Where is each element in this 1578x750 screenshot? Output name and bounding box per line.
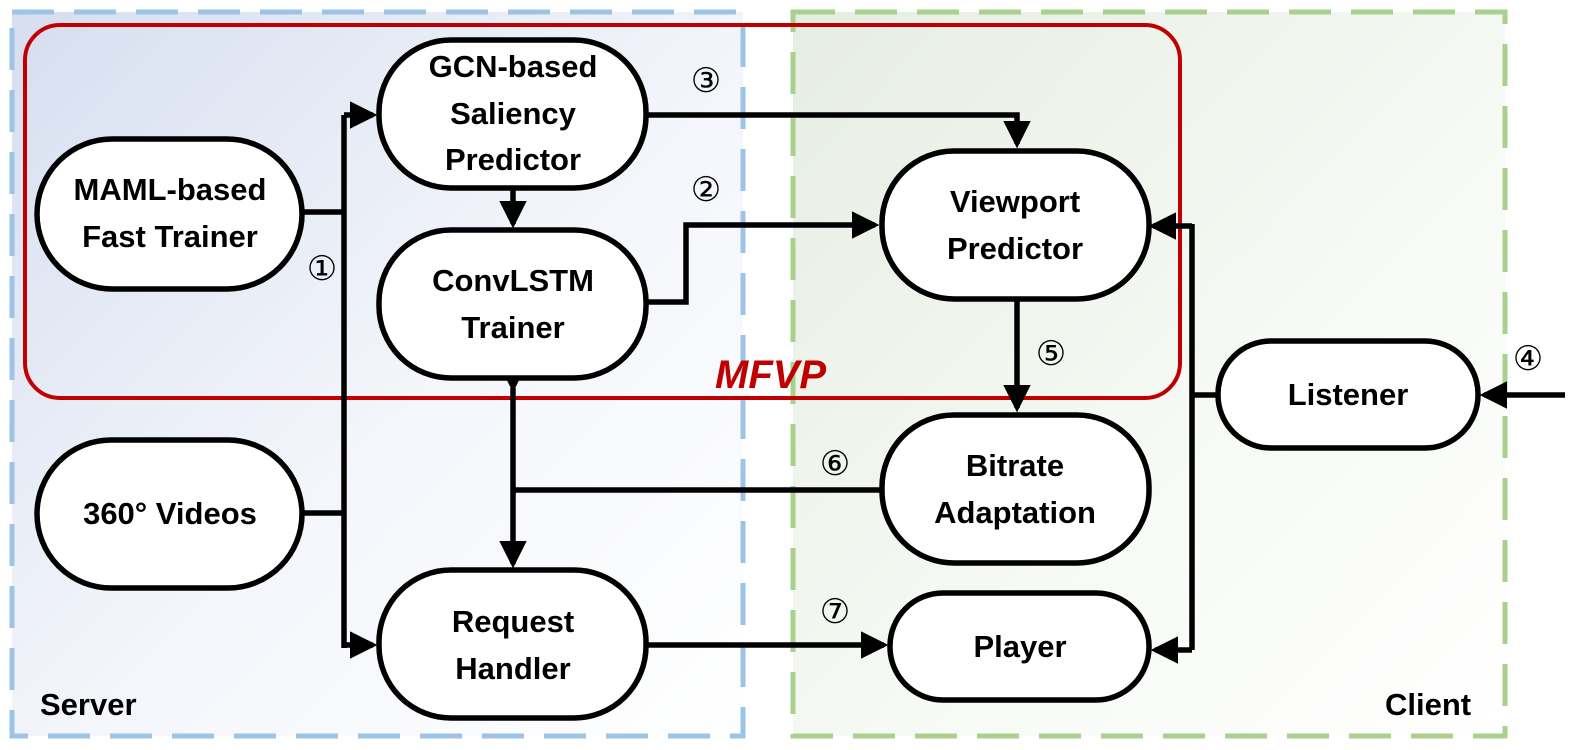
request-line-2: Handler xyxy=(455,651,570,686)
maml-line-1: MAML-based xyxy=(74,172,267,207)
bitrate-line-1: Bitrate xyxy=(966,448,1064,483)
request-handler-node: Request Handler xyxy=(376,567,649,721)
listener-label: Listener xyxy=(1288,377,1409,412)
gcn-saliency-predictor-node: GCN-based Saliency Predictor xyxy=(376,37,649,191)
gcn-line-2: Saliency xyxy=(450,96,577,131)
step-7-label: ⑦ xyxy=(820,592,850,632)
step-6-label: ⑥ xyxy=(820,444,850,484)
videos-label: 360° Videos xyxy=(83,496,257,531)
player-label: Player xyxy=(973,629,1066,664)
client-region-border xyxy=(790,9,1508,739)
edges xyxy=(302,101,1565,664)
edge-convlstm-to-viewport xyxy=(646,211,880,305)
step-3-label: ③ xyxy=(691,61,721,101)
bitrate-adaptation-node: Bitrate Adaptation xyxy=(879,412,1152,566)
server-region-border xyxy=(9,9,746,739)
viewport-line-1: Viewport xyxy=(950,184,1080,219)
viewport-predictor-node: Viewport Predictor xyxy=(879,148,1152,302)
edge-gcn-to-viewport xyxy=(646,112,1031,149)
request-line-1: Request xyxy=(452,604,574,639)
mfvp-label: MFVP xyxy=(715,353,826,397)
step-4-label: ④ xyxy=(1513,339,1543,379)
step-5-label: ⑤ xyxy=(1036,334,1066,374)
bitrate-line-2: Adaptation xyxy=(934,495,1096,530)
listener-node: Listener xyxy=(1215,338,1481,451)
gcn-line-3: Predictor xyxy=(445,142,581,177)
viewport-line-2: Predictor xyxy=(947,231,1083,266)
convlstm-trainer-node: ConvLSTM Trainer xyxy=(376,227,649,381)
maml-trainer-node: MAML-based Fast Trainer xyxy=(34,136,305,292)
server-label: Server xyxy=(40,687,137,722)
convlstm-line-1: ConvLSTM xyxy=(432,263,594,298)
videos-node: 360° Videos xyxy=(34,437,305,591)
step-1-label: ① xyxy=(307,249,337,289)
step-2-label: ② xyxy=(691,170,721,210)
gcn-line-1: GCN-based xyxy=(429,49,598,84)
maml-line-2: Fast Trainer xyxy=(82,219,258,254)
player-node: Player xyxy=(887,590,1152,703)
mfvp-region-border xyxy=(23,23,1182,400)
convlstm-line-2: Trainer xyxy=(461,310,564,345)
client-label: Client xyxy=(1385,687,1471,722)
